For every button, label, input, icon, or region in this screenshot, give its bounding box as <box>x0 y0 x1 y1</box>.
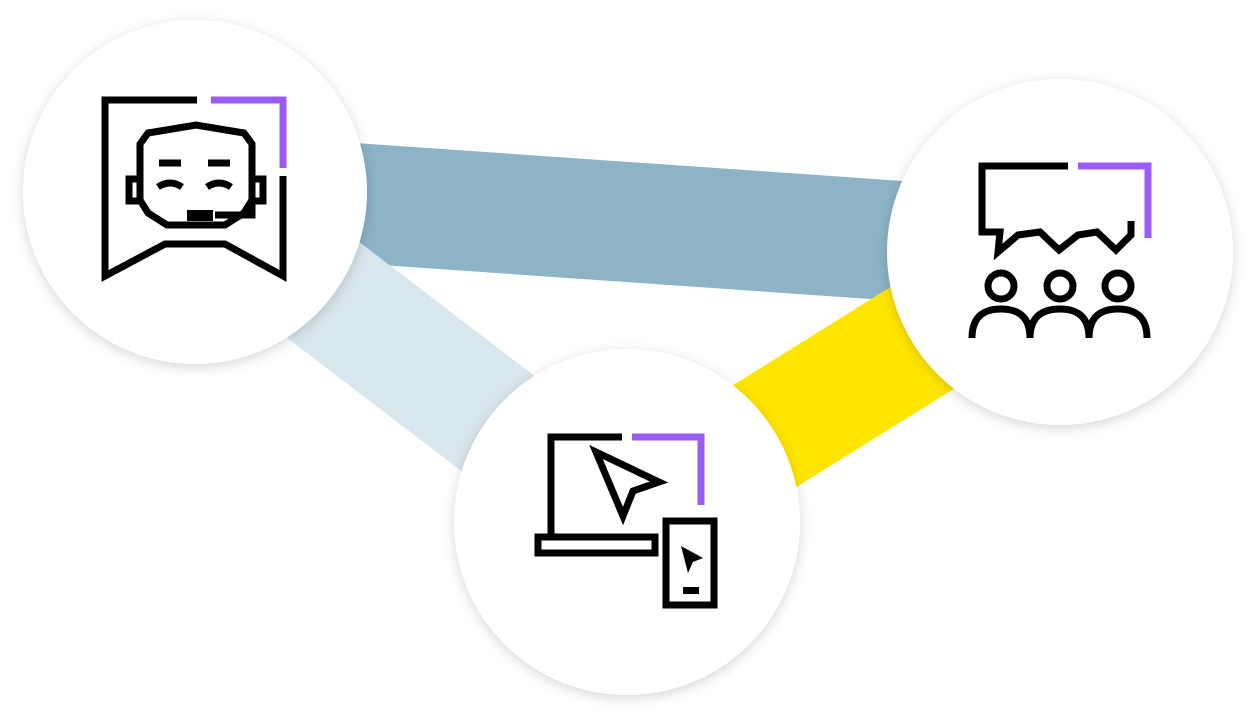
chat-group-icon <box>968 162 1152 339</box>
node-digital-devices <box>454 349 800 695</box>
node-community <box>887 79 1233 425</box>
node-support-agent <box>23 20 367 364</box>
laptop-phone-cursor-icon <box>534 433 718 609</box>
headset-agent-icon <box>101 96 287 282</box>
